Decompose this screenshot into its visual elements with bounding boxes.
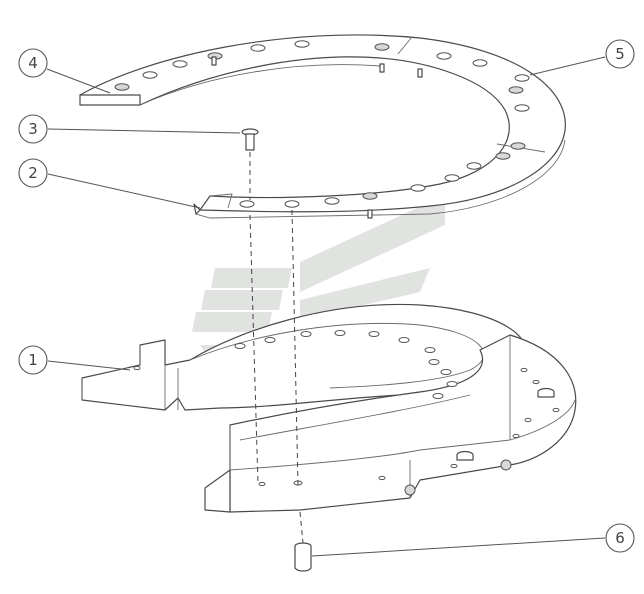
callout-6-label: 6 (615, 529, 625, 547)
callout-6: 6 (605, 523, 635, 553)
callout-5-label: 5 (615, 45, 625, 63)
callout-3-label: 3 (28, 120, 38, 138)
callout-2-label: 2 (28, 164, 38, 182)
leader-lines (46, 56, 606, 557)
dowel-pin-part-6 (294, 542, 312, 572)
callout-4-label: 4 (28, 54, 38, 72)
screw-part-3 (241, 128, 259, 151)
base-ring-part-1 (81, 303, 577, 513)
callout-1-label: 1 (28, 351, 38, 369)
callout-4: 4 (18, 48, 48, 78)
callout-1: 1 (18, 345, 48, 375)
callout-5: 5 (605, 39, 635, 69)
assembly-axes (249, 152, 304, 544)
callout-3: 3 (18, 114, 48, 144)
upper-ring-part-5 (79, 34, 566, 219)
callout-2: 2 (18, 158, 48, 188)
